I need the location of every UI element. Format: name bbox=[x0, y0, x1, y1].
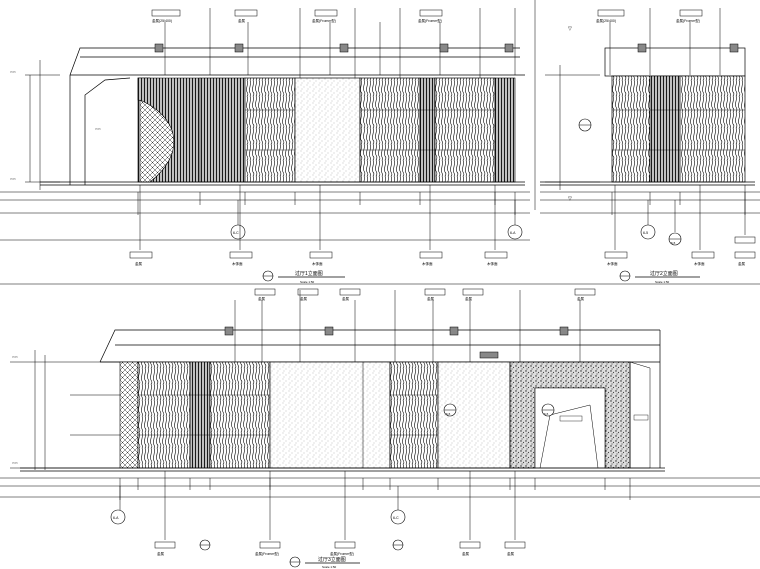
callout-6-5b: 6-5 bbox=[668, 200, 682, 246]
callout-side-2 bbox=[578, 118, 592, 132]
top-tags-2: 金属(25/400) 金属(Fromm型) bbox=[596, 9, 703, 23]
elevation-1-scale: Scale 1:50 bbox=[300, 280, 315, 284]
svg-text:6-5: 6-5 bbox=[446, 412, 451, 416]
svg-text:6-C: 6-C bbox=[393, 516, 399, 520]
tag-label: 金属 bbox=[342, 296, 350, 301]
svg-text:6-A: 6-A bbox=[510, 231, 516, 235]
bottom-tags-1: 金属 木饰面 木饰面 木饰面 木饰面 bbox=[129, 185, 508, 266]
elevation-3-title-text: 过厅3立面图 bbox=[318, 556, 346, 563]
elevation-1-title-text: 过厅1立面图 bbox=[295, 270, 323, 277]
svg-text:▭▭: ▭▭ bbox=[12, 355, 18, 359]
top-tags-1: 金属(25/400) 金属 金属(Fromm型) 金属(Fromm型) bbox=[151, 9, 443, 23]
svg-text:6-C: 6-C bbox=[233, 231, 239, 235]
tag-label: 木饰面 bbox=[232, 261, 243, 266]
tag-label: 金属(25/400) bbox=[596, 18, 616, 23]
elevation-3-title: 过厅3立面图 Scale 1:50 bbox=[289, 556, 360, 569]
elevation-1: 金属(25/400) 金属 金属(Fromm型) 金属(Fromm型) ▭▭ bbox=[0, 8, 530, 284]
tag-label: 金属 bbox=[300, 296, 308, 301]
tag-label: 金属 bbox=[507, 551, 515, 556]
bottom-tags-3: 金属 金属(Fromm型) 金属(Fromm型) 金属 金属 bbox=[154, 471, 526, 556]
tag-label: 金属(Fromm型) bbox=[255, 551, 279, 556]
svg-text:6-5: 6-5 bbox=[643, 231, 648, 235]
svg-text:6-5: 6-5 bbox=[544, 412, 549, 416]
elevation-2-title-text: 过厅2立面图 bbox=[650, 270, 678, 277]
tag-label: 金属 bbox=[465, 296, 473, 301]
top-tags-3: 金属 金属 金属 金属 金属 金属 bbox=[254, 288, 596, 301]
svg-text:▭▭: ▭▭ bbox=[10, 177, 16, 181]
tag-label: 金属(Fromm型) bbox=[330, 551, 354, 556]
callout-wall-3: 6-5 6-5 bbox=[443, 403, 555, 417]
elevation-2: 金属(25/400) 金属(Fromm型) ▽ bbox=[534, 0, 760, 284]
tag-label: 金属(Fromm型) bbox=[312, 18, 336, 23]
tag-label: 木饰面 bbox=[487, 261, 498, 266]
tag-label: 金属 bbox=[135, 261, 142, 266]
svg-text:▭▭: ▭▭ bbox=[12, 461, 18, 465]
tag-label: 金属(Fromm型) bbox=[418, 18, 442, 23]
callout-6-5a: 6-5 bbox=[640, 200, 656, 240]
tag-label: 金属 bbox=[577, 296, 585, 301]
tag-label: 金属 bbox=[462, 551, 470, 556]
tag-label: 木饰面 bbox=[312, 261, 323, 266]
callout-6a-3: 6-A bbox=[110, 486, 126, 525]
callout-6c: 6-C bbox=[230, 200, 246, 240]
svg-text:▭▭: ▭▭ bbox=[10, 70, 16, 74]
elevation-3-scale: Scale 1:50 bbox=[322, 565, 337, 569]
tag-label: 金属 bbox=[238, 18, 245, 23]
svg-text:6-5: 6-5 bbox=[671, 241, 676, 245]
svg-text:▽: ▽ bbox=[568, 196, 572, 202]
tag-label: 金属(25/400) bbox=[152, 18, 172, 23]
svg-text:▽: ▽ bbox=[568, 26, 572, 32]
tag-label: 木饰面 bbox=[694, 261, 705, 266]
tag-label: 金属 bbox=[157, 551, 164, 556]
tag-label: 木饰面 bbox=[422, 261, 433, 266]
elevation-2-scale: Scale 1:50 bbox=[655, 280, 670, 284]
elevation-3: 金属 金属 金属 金属 金属 金属 bbox=[0, 288, 760, 569]
svg-text:6-A: 6-A bbox=[113, 516, 119, 520]
callout-6c-3: 6-C bbox=[390, 486, 406, 525]
svg-text:▭▭: ▭▭ bbox=[95, 127, 101, 131]
tag-label: 木饰面 bbox=[607, 261, 618, 266]
elevation-2-title: 过厅2立面图 Scale 1:50 bbox=[619, 270, 700, 284]
tag-label: 金属(Fromm型) bbox=[676, 18, 700, 23]
bottom-tags-2: 木饰面 木饰面 金属 bbox=[604, 185, 756, 266]
callout-6a: 6-A bbox=[507, 200, 523, 240]
tag-label: 金属 bbox=[738, 261, 746, 266]
tag-label: 金属 bbox=[258, 296, 266, 301]
elevation-1-title: 过厅1立面图 Scale 1:50 bbox=[262, 270, 345, 284]
tag-label: 金属 bbox=[427, 296, 435, 301]
